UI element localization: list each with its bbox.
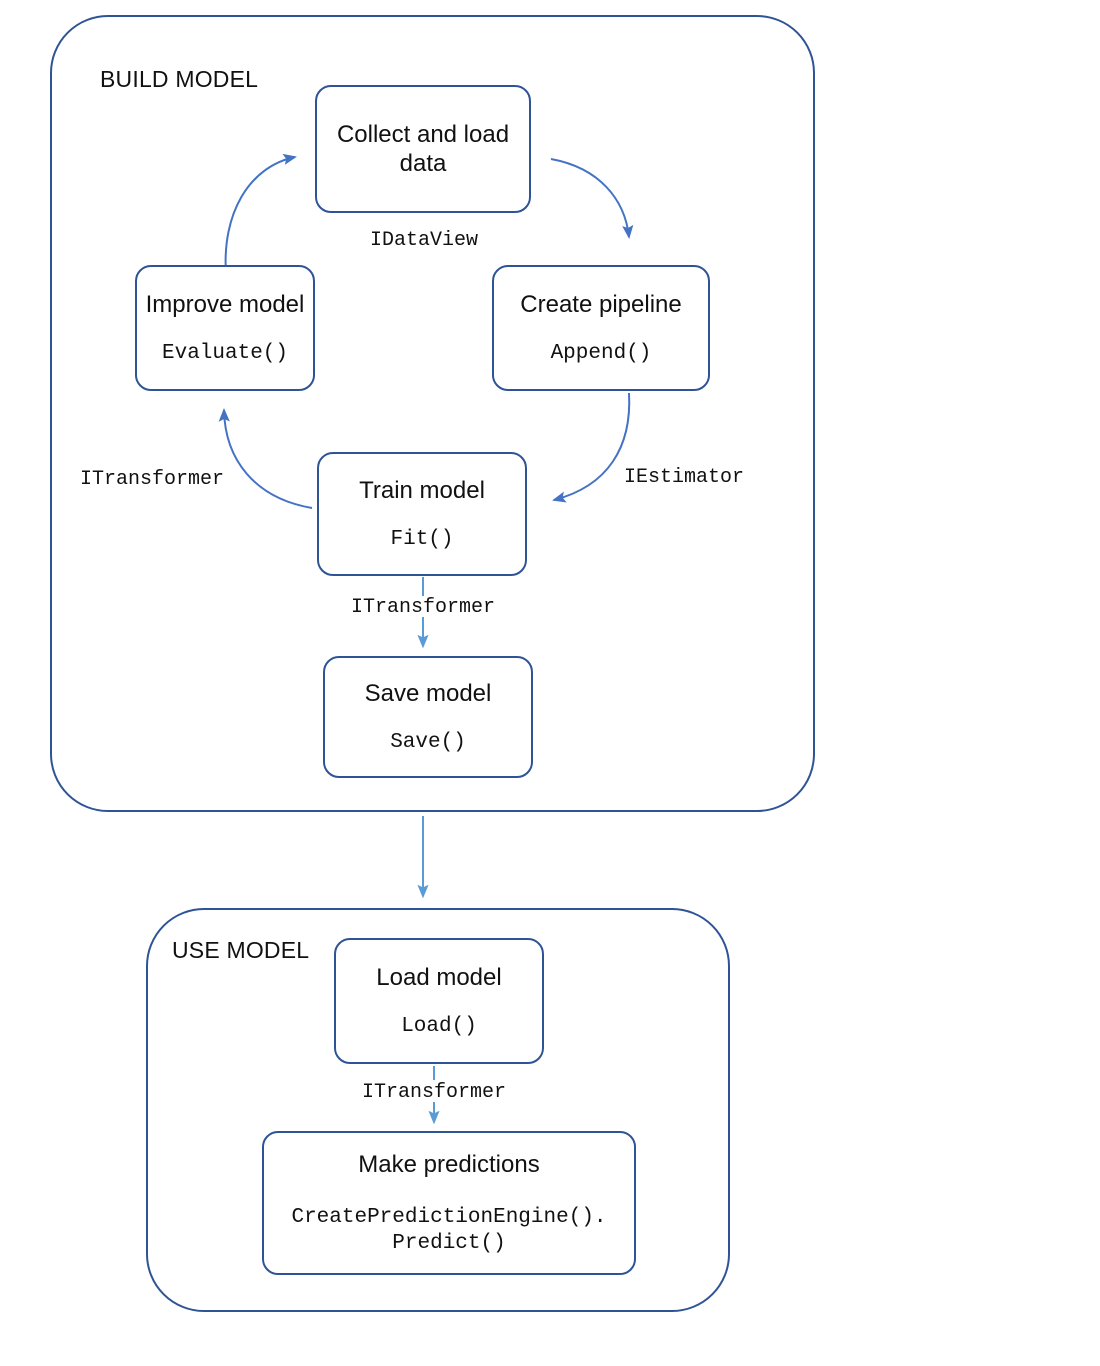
node-improve-model[interactable]: Improve model Evaluate(): [135, 265, 315, 391]
edge-label-itransformer-left: ITransformer: [79, 468, 225, 491]
node-save-model-api: Save(): [390, 731, 466, 755]
edge-label-itransformer-use: ITransformer: [361, 1081, 507, 1104]
node-train-model[interactable]: Train model Fit(): [317, 452, 527, 576]
node-load-model[interactable]: Load model Load(): [334, 938, 544, 1064]
group-build-model-label: BUILD MODEL: [100, 66, 259, 92]
node-improve-model-title: Improve model: [145, 290, 305, 318]
node-collect-and-load-data-title: Collect and load data: [336, 120, 510, 177]
node-make-predictions-title: Make predictions: [358, 1151, 540, 1179]
group-use-model: [146, 908, 730, 1312]
edge-label-itransformer-save: ITransformer: [350, 596, 496, 619]
node-save-model[interactable]: Save model Save(): [323, 656, 533, 778]
node-load-model-title: Load model: [376, 963, 502, 991]
edge-label-iestimator: IEstimator: [623, 466, 745, 489]
node-create-pipeline[interactable]: Create pipeline Append(): [492, 265, 710, 391]
edge-label-idataview: IDataView: [369, 229, 479, 252]
node-make-predictions[interactable]: Make predictions CreatePredictionEngine(…: [262, 1131, 636, 1275]
node-make-predictions-api: CreatePredictionEngine(). Predict(): [291, 1206, 607, 1255]
node-collect-and-load-data[interactable]: Collect and load data: [315, 85, 531, 213]
node-train-model-api: Fit(): [390, 528, 454, 552]
node-improve-model-api: Evaluate(): [161, 342, 289, 366]
node-create-pipeline-title: Create pipeline: [520, 290, 682, 318]
node-load-model-api: Load(): [401, 1015, 477, 1039]
group-build-model: [50, 15, 815, 812]
node-create-pipeline-api: Append(): [550, 342, 652, 366]
node-train-model-title: Train model: [359, 476, 485, 504]
node-save-model-title: Save model: [364, 679, 492, 707]
group-use-model-label: USE MODEL: [172, 937, 310, 963]
